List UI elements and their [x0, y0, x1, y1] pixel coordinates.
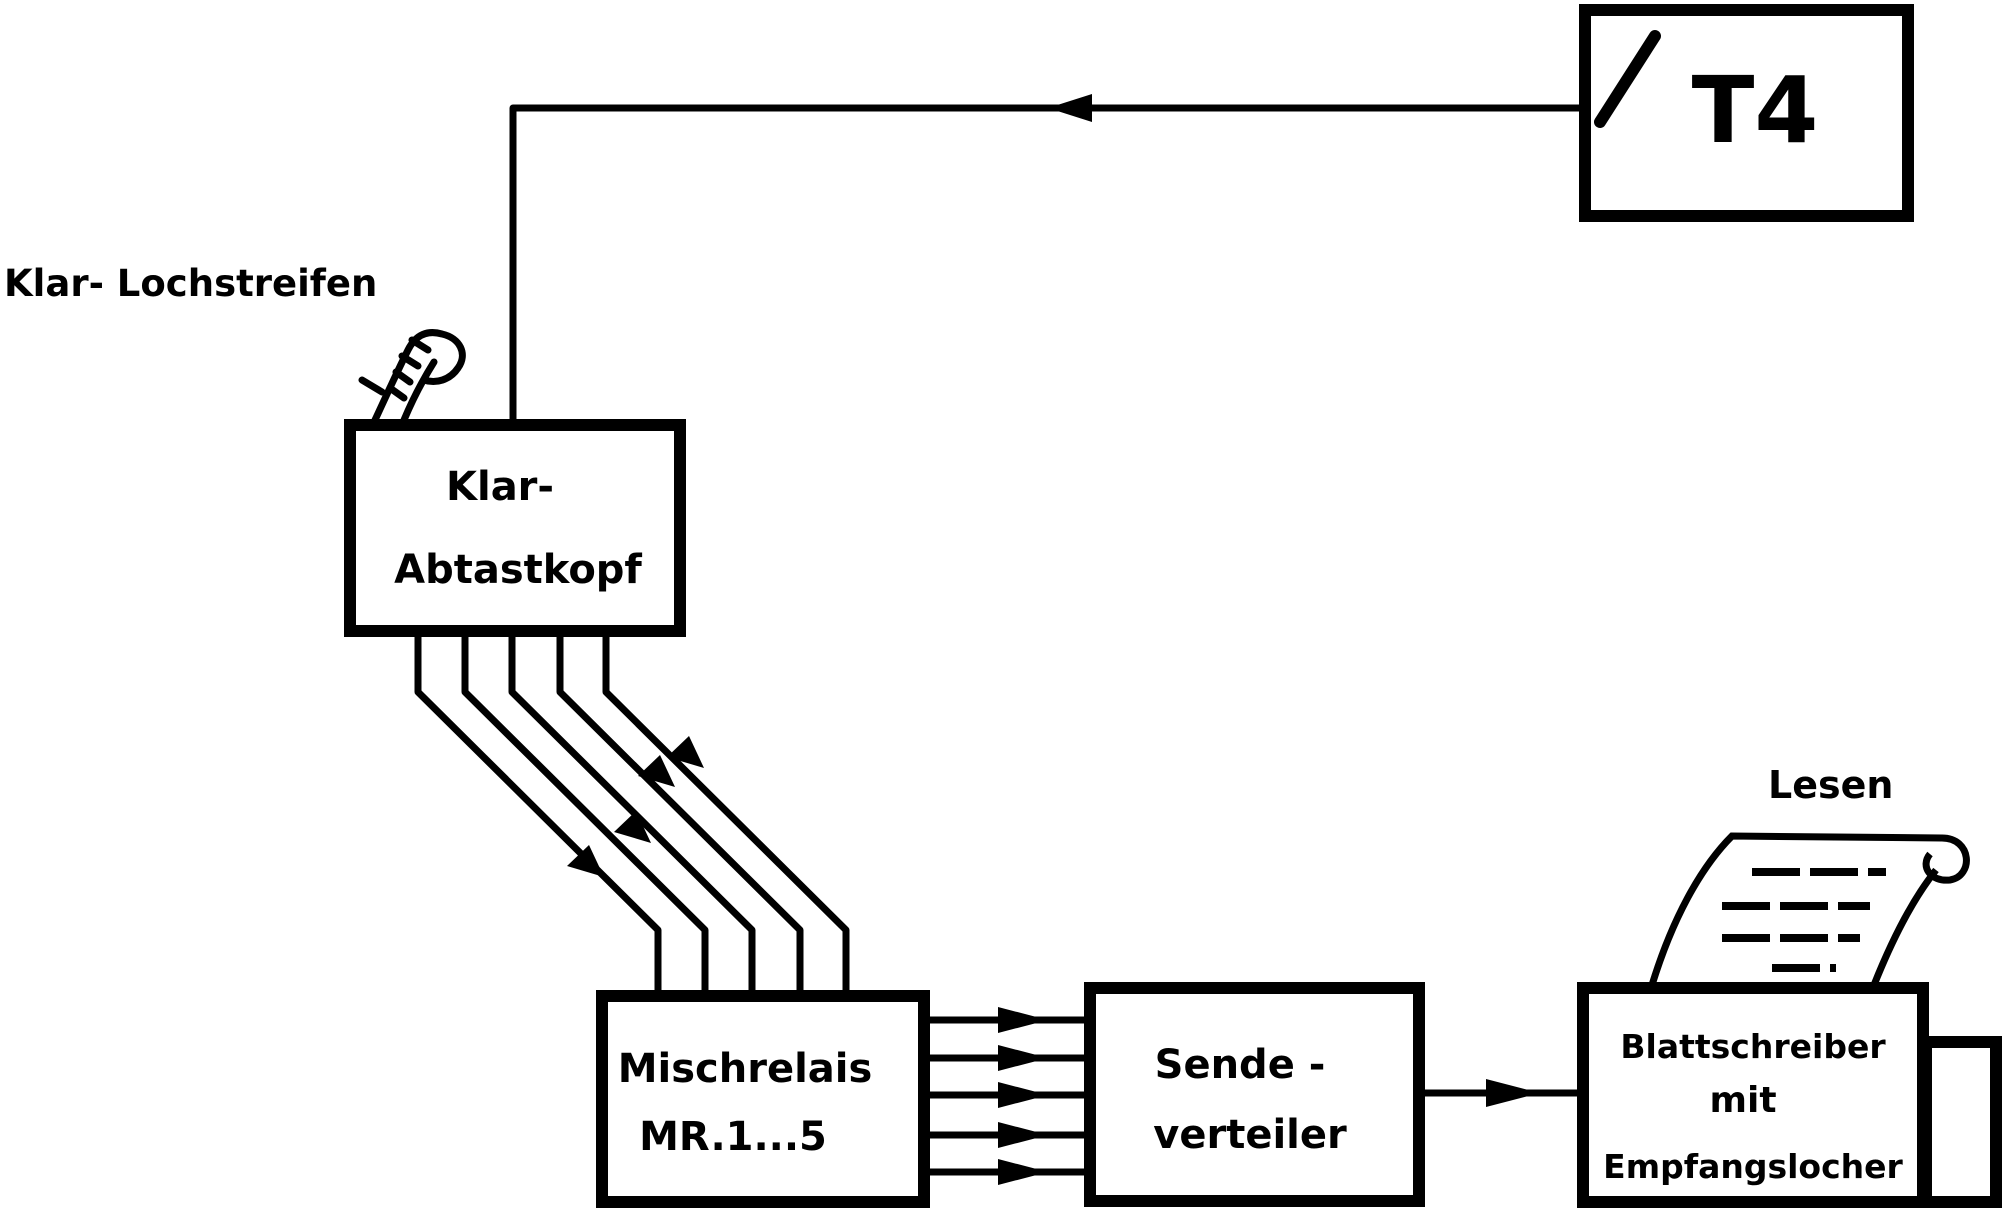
punched-tape-icon: [358, 329, 466, 424]
relay-arrow-icon: [998, 1007, 1048, 1033]
printer-arrow-icon: [1486, 1079, 1540, 1107]
return-line: [509, 104, 1585, 420]
relay-arrow-icon: [998, 1082, 1048, 1108]
relay-arrow-icon: [998, 1159, 1048, 1185]
printer-label-line2: mit: [1709, 1080, 1776, 1121]
read-caption: Lesen: [1768, 763, 1893, 807]
paper-sheet-icon: [1648, 832, 1970, 987]
printer-label-line3: Empfangslocher: [1603, 1147, 1903, 1186]
diag-arrow-icon: [667, 736, 704, 768]
scanner-label-line2: Abtastkopf: [394, 547, 642, 593]
scanner-box: Klar- Abtastkopf: [344, 419, 686, 637]
switch-icon: [1594, 30, 1661, 128]
diag-arrow-icon: [567, 845, 604, 877]
distributor-box: Sende - verteiler: [1084, 982, 1425, 1207]
printer-label-line1: Blattschreiber: [1620, 1027, 1886, 1066]
diag-arrow-icon: [638, 755, 675, 787]
distributor-label-line2: verteiler: [1153, 1112, 1347, 1158]
t4-label: T4: [1692, 57, 1819, 164]
distributor-label-line1: Sende -: [1155, 1042, 1326, 1088]
diag-arrow-icon: [614, 811, 651, 843]
return-arrow-icon: [1048, 94, 1092, 122]
printer-box: Blattschreiber mit Empfangslocher: [1577, 982, 2002, 1208]
t4-box: T4: [1579, 4, 1914, 222]
mixing-relay-box: Mischrelais MR.1...5: [596, 990, 930, 1208]
scanner-to-relay-lines: [414, 637, 850, 996]
relay-arrow-icon: [998, 1045, 1048, 1071]
mixing-relay-label-line1: Mischrelais: [618, 1046, 873, 1092]
mixing-relay-label-line2: MR.1...5: [639, 1114, 827, 1160]
relay-to-distributor-lines: [924, 1007, 1090, 1185]
tape-caption: Klar- Lochstreifen: [4, 262, 377, 305]
relay-arrow-icon: [998, 1122, 1048, 1148]
scanner-label-line1: Klar-: [446, 464, 554, 510]
